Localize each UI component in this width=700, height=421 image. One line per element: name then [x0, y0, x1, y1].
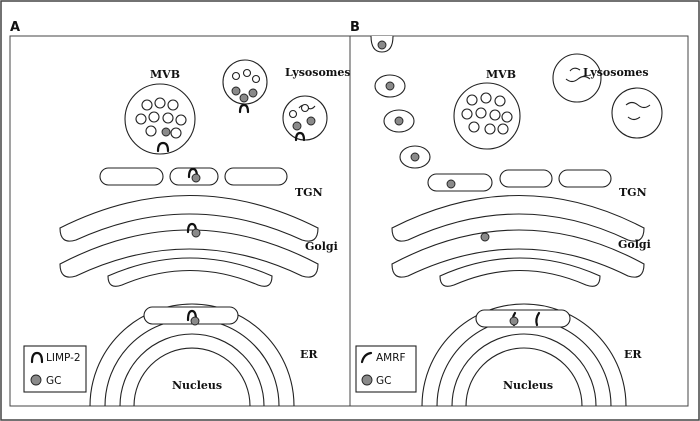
- label-nucleus: Nucleus: [172, 379, 222, 392]
- label-mvb: MVB: [150, 68, 180, 81]
- panel-b-tgn: [427, 169, 612, 192]
- panel-a-tgn: [99, 167, 288, 186]
- label-tgn: TGN: [295, 186, 323, 199]
- label-tgn: TGN: [619, 186, 647, 199]
- legend-enzyme-icon: [361, 374, 373, 386]
- panel-a-lysosomes: [222, 59, 328, 142]
- legend-receptor-label: LIMP-2: [46, 352, 81, 364]
- legend-receptor-icon: [30, 351, 44, 364]
- legend-enzyme-label: GC: [46, 375, 61, 387]
- panel-b-frame: [349, 35, 689, 407]
- panel-a-er: [89, 303, 295, 407]
- label-er: ER: [300, 348, 318, 361]
- panel-b-er: [421, 303, 627, 407]
- label-lysosomes: Lysosomes: [583, 66, 649, 79]
- panel-a-letter: A: [10, 20, 20, 35]
- gc-dot: [161, 127, 171, 137]
- panel-b-lysosomes: [552, 53, 663, 139]
- label-lysosomes: Lysosomes: [285, 66, 351, 79]
- legend-enzyme-label: GC: [376, 375, 391, 387]
- label-golgi: Golgi: [305, 240, 338, 253]
- panel-b-mvb: [453, 82, 521, 150]
- label-er: ER: [624, 348, 642, 361]
- limp2-receptor: [156, 141, 170, 153]
- legend-enzyme-icon: [30, 374, 42, 386]
- panel-a-mvb: [124, 83, 196, 155]
- label-golgi: Golgi: [618, 238, 651, 251]
- panel-a-legend: LIMP-2 GC: [23, 345, 87, 393]
- panel-b-secretion: [370, 35, 431, 169]
- label-nucleus: Nucleus: [503, 379, 553, 392]
- panel-b-legend: AMRF GC: [355, 345, 417, 393]
- label-mvb: MVB: [486, 68, 516, 81]
- legend-receptor-label: AMRF: [376, 352, 406, 364]
- panel-a-golgi: [59, 195, 319, 287]
- panel-b-golgi: [391, 195, 645, 287]
- panel-b: B MVB: [349, 20, 689, 407]
- panel-b-letter: B: [350, 20, 360, 35]
- legend-receptor-icon: [360, 351, 373, 364]
